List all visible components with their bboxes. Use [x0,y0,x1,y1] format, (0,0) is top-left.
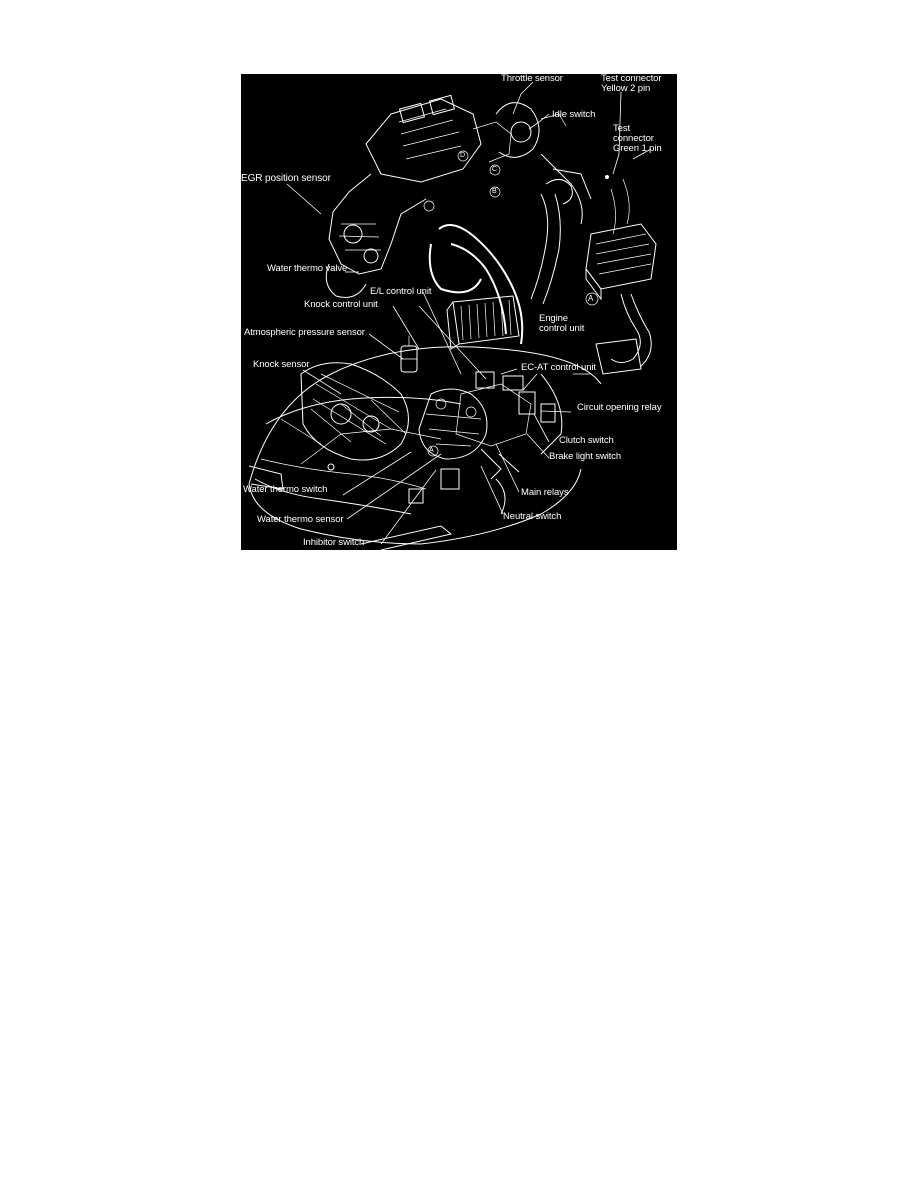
ecat-control-unit-label: EC-AT control unit [521,362,596,373]
engine-control-unit-label: Engine control unit [539,313,585,334]
marker-circles [423,150,599,457]
marker-b: B [492,188,497,195]
knock-control-unit-label: Knock control unit [304,299,378,310]
intake-hoses-art [428,179,573,345]
throttle-sensor-label: Throttle sensor [501,74,563,84]
idle-switch-label: Idle switch [552,109,596,120]
water-thermo-sensor-label: Water thermo sensor [257,514,344,525]
marker-a: A [588,294,594,303]
engine-bay-illustration [248,81,657,550]
egr-position-sensor-label: EGR position sensor [241,173,331,184]
air-cleaner-art [585,175,657,375]
atmospheric-pressure-sensor-label: Atmospheric pressure sensor [244,327,365,338]
el-control-unit-label: E/L control unit [370,286,432,297]
marker-a-lower: A [429,447,434,454]
brake-light-switch-label: Brake light switch [549,451,622,462]
engine-control-unit-art [446,295,520,350]
test-connector-yellow-label: Test connector Yellow 2 pin [601,74,662,94]
water-thermo-switch-label: Water thermo switch [243,484,328,495]
clutch-switch-label: Clutch switch [559,435,614,446]
leader-lines [286,81,652,545]
engine-component-location-diagram: Throttle sensor Test connector Yellow 2 … [241,74,677,550]
neutral-switch-label: Neutral switch [503,511,562,522]
marker-c: C [492,166,497,173]
inhibitor-switch-label: Inhibitor switch [303,537,365,548]
water-thermo-valve-label: Water thermo valve [267,263,348,274]
intake-manifold-art [325,94,592,298]
test-connector-green-label: Test connector Green 1 pin [613,123,662,154]
main-relays-label: Main relays [521,487,569,498]
marker-d: D [460,152,465,159]
circuit-opening-relay-label: Circuit opening relay [577,402,662,413]
knock-sensor-label: Knock sensor [253,359,310,370]
